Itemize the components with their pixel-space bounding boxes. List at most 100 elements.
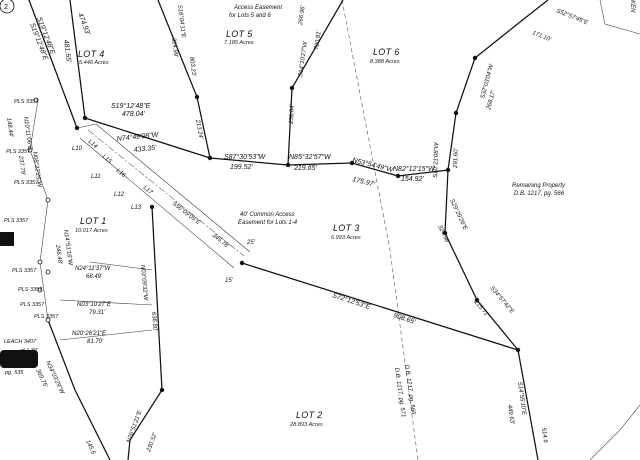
monument-label: PLS 3357: [20, 302, 45, 308]
distance-label: 81.70': [87, 339, 104, 345]
easement-edge: [79, 137, 235, 269]
lot2-east-line: [517, 349, 539, 460]
deed-ref-label: D.B. 1217, pg. 571: [393, 367, 406, 417]
distance-label: 171.10': [531, 30, 552, 43]
monument-label: PLS 3357: [18, 287, 43, 293]
bearing-label: N03°09'32"W: [139, 265, 148, 302]
west-boundary-line: [28, 0, 78, 129]
top-right-line: [599, 0, 640, 35]
pin: [515, 347, 521, 353]
lot-name: LOT 5: [226, 29, 253, 39]
monument: [37, 287, 43, 293]
easement-edge: [95, 123, 251, 253]
lot4-west-line: [69, 0, 86, 119]
distance-label: 246.48': [54, 243, 63, 265]
lot-acreage: 7.185 Acres: [224, 40, 254, 46]
lot1-call-line: [89, 261, 153, 271]
monument: [27, 147, 33, 153]
bearing-label: S14°10'27"W: [298, 40, 309, 77]
distance-label: 15': [225, 278, 234, 284]
distance-label: 345.78': [211, 233, 231, 250]
lot-acreage: 5.446 Acres: [79, 60, 109, 66]
boundary-pins: [27, 55, 521, 393]
bearing-label: S34°57'42"E: [488, 285, 515, 315]
road-edge-line: [589, 404, 640, 460]
distance-label: 199.52': [230, 164, 253, 171]
bearing-label: N85°32'57"W: [289, 153, 332, 161]
line-label: L14: [87, 139, 99, 150]
bearing-label: N10°11'06"E: [22, 116, 33, 151]
redaction-mark: [0, 232, 14, 246]
bearing-label: N53°54'49"W: [352, 156, 396, 174]
line-label: L15: [101, 154, 113, 165]
pin: [239, 260, 245, 266]
monument-label: PLS 3357: [14, 180, 39, 186]
lot-acreage: 10.017 Acres: [75, 228, 108, 234]
monument-labels: PLS 3357 PLS 3357 PLS 3357 PLS 3357 PLS …: [4, 99, 59, 320]
distance-label: 324.98': [436, 224, 450, 245]
pin: [474, 297, 480, 303]
bearing-label: N34°03'29"W: [44, 360, 65, 396]
distance-label: 79.31': [89, 310, 106, 316]
bearing-label: S72°12'53"E: [331, 291, 371, 311]
lot-acreage: 8.388 Acres: [370, 59, 400, 65]
remaining-property-title: Remaining Property: [512, 183, 566, 189]
lot-name: LOT 4: [78, 49, 105, 59]
distance-label: 268.17': [486, 89, 497, 111]
remaining-property-ref: D.B. 1217, pg. 566: [514, 191, 565, 197]
pin: [159, 387, 165, 393]
pin: [285, 162, 291, 168]
distance-label: 230.52': [146, 432, 159, 454]
monument-label: PLS 3357: [6, 149, 31, 155]
lot4-south-line: [84, 117, 211, 159]
distance-label: 478.04': [122, 111, 145, 118]
distance-label: 215.71': [472, 299, 490, 319]
monument-label: PLS 3357: [4, 218, 29, 224]
bearing-label: S87°30'53"W: [224, 153, 267, 161]
monument: [45, 197, 51, 203]
pin: [445, 167, 451, 173]
road-name-fragment: KEN: [629, 0, 635, 13]
line-label: L11: [91, 174, 101, 180]
distance-label: 636.80': [150, 312, 158, 333]
bearing-label: N24°11'37"W: [75, 266, 112, 272]
bearing-label: N74°49'08"W: [116, 131, 160, 143]
lot3-south-line: [241, 262, 519, 351]
deed-boundary-line: [341, 0, 419, 460]
pin: [289, 85, 295, 91]
distance-label: 514.6: [540, 427, 548, 443]
distance-label: 474.93': [76, 12, 91, 36]
distance-label: 258.04': [289, 104, 296, 126]
monument: [37, 259, 43, 265]
distance-label: 291.60': [453, 148, 460, 170]
easement-centerline: [87, 129, 245, 257]
easement-note: for Lots 5 and 6: [229, 13, 271, 19]
pin: [395, 173, 401, 179]
distance-label: 154.92': [401, 176, 424, 183]
easement-note: Easement for Lots 1-4: [238, 220, 298, 226]
lot1-call-line: [59, 329, 153, 341]
pin: [207, 155, 213, 161]
lot1-call-line: [59, 299, 153, 306]
distance-label: 145.6: [84, 439, 96, 456]
monument-label: PLS 3357: [34, 314, 59, 320]
line-label: L10: [72, 146, 83, 152]
redaction-mark: [0, 350, 38, 368]
lot1-2-line: [127, 206, 163, 460]
line-labels: L10 L11 L12 L13 L14 L15 L16 L17: [72, 139, 154, 211]
pin: [442, 230, 448, 236]
bearing-label: S14°55'10"E: [516, 381, 527, 416]
monument-label: PLS 3357: [14, 99, 39, 105]
distance-label: 25': [246, 240, 256, 246]
monument: [33, 97, 39, 103]
bearing-label: N08°22'25"W: [31, 151, 42, 189]
monument: [45, 317, 51, 323]
lot-acreage: 28.893 Acres: [289, 422, 323, 428]
distance-label: 148.44': [5, 117, 14, 138]
lot5-6-line: [287, 0, 344, 166]
distance-label: 68.49': [86, 274, 103, 280]
distance-label: 700.81': [314, 29, 323, 50]
bearing-label: S29°29'26"E: [448, 198, 468, 232]
bearing-label: S19°12'48"E: [111, 102, 151, 110]
bearing-label: N20°26'21"E: [72, 331, 107, 337]
